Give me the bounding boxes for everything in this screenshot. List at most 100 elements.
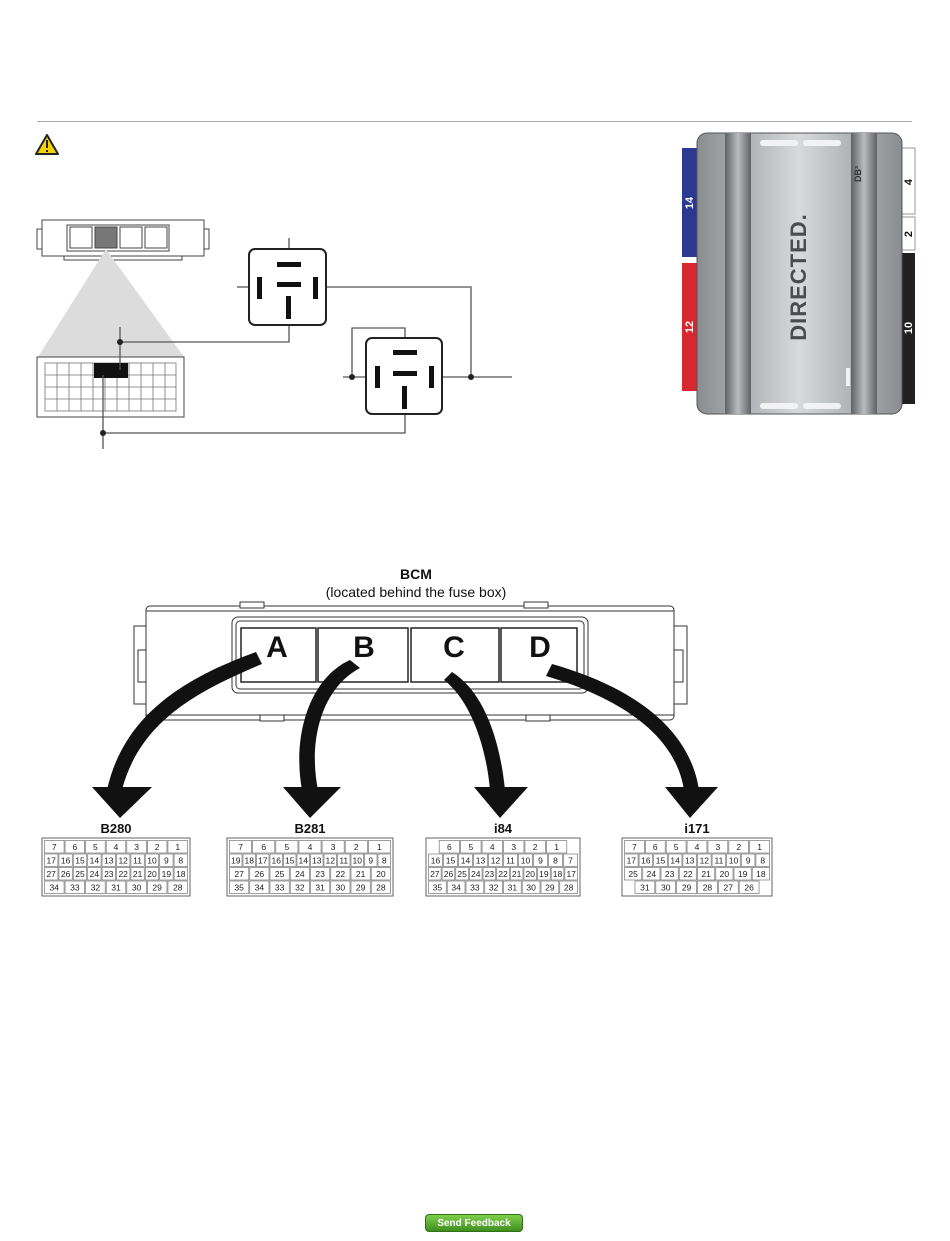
pin-number: 20 (720, 869, 730, 879)
pin-cell (676, 880, 697, 894)
pin-number: 31 (111, 883, 121, 893)
pin-cell (44, 840, 65, 854)
pin-number: 33 (275, 883, 285, 893)
pin-number: 5 (93, 842, 98, 852)
pin-cell (370, 880, 391, 894)
pin-cell (249, 880, 270, 894)
pin-cell (546, 840, 568, 854)
pin-number: 21 (133, 869, 143, 879)
pin-cell (751, 867, 770, 881)
pin-cell (323, 853, 337, 867)
pin-cell (126, 840, 147, 854)
pin-cell (755, 853, 770, 867)
pin-cell (87, 853, 102, 867)
pin-number: 9 (164, 856, 169, 866)
pin-number: 21 (356, 869, 366, 879)
pin-cell (147, 880, 168, 894)
pin-cell (167, 880, 188, 894)
pin-number: 22 (336, 869, 346, 879)
pin-cell (642, 867, 661, 881)
pin-cell (58, 867, 73, 881)
pin-number: 27 (46, 869, 56, 879)
pin-number: 11 (506, 856, 515, 866)
pin-cell (229, 880, 250, 894)
pin-number: 13 (312, 856, 322, 866)
pin-cell (72, 853, 88, 867)
pin-number: 24 (647, 869, 657, 879)
pin-cell (496, 867, 510, 881)
pin-cell (337, 853, 351, 867)
pin-number: 23 (485, 869, 495, 879)
pin-number: 12 (491, 856, 501, 866)
pin-number: 1 (554, 842, 559, 852)
pin-cell (443, 853, 458, 867)
pin-cell (521, 880, 541, 894)
pin-number: 3 (715, 842, 720, 852)
pin-cell (105, 840, 127, 854)
pin-cell (377, 853, 391, 867)
pin-number: 5 (674, 842, 679, 852)
connector-title: i84 (494, 821, 513, 836)
pin-number: 25 (75, 869, 85, 879)
pin-cell (446, 880, 466, 894)
pin-cell (310, 853, 324, 867)
pin-number: 14 (670, 856, 680, 866)
pin-number: 20 (376, 869, 386, 879)
port-14 (682, 148, 697, 257)
pin-cell (523, 867, 537, 881)
pin-cell (624, 867, 643, 881)
pin-cell (518, 853, 533, 867)
pin-number: 18 (756, 869, 766, 879)
pin-cell (697, 867, 716, 881)
pin-number: 29 (545, 883, 555, 893)
pin-number: 19 (231, 856, 241, 866)
slot-label-d: D (529, 631, 551, 664)
connector-title: B280 (100, 821, 131, 836)
pin-number: 23 (315, 869, 325, 879)
pin-number: 13 (104, 856, 114, 866)
pin-number: 7 (238, 842, 243, 852)
pin-cell (524, 840, 546, 854)
pin-number: 9 (368, 856, 373, 866)
pin-cell (503, 880, 522, 894)
pin-cell (116, 853, 131, 867)
pin-cell (707, 840, 729, 854)
pin-number: 25 (628, 869, 638, 879)
pin-cell (740, 853, 756, 867)
pin-cell (655, 880, 676, 894)
pin-number: 23 (665, 869, 675, 879)
pin-cell (269, 853, 283, 867)
pin-cell (564, 867, 578, 881)
pin-number: 33 (70, 883, 80, 893)
zoom-projection (38, 249, 184, 357)
pin-number: 28 (173, 883, 183, 893)
pin-number: 25 (457, 869, 467, 879)
pin-number: 21 (512, 869, 522, 879)
pin-number: 14 (90, 856, 100, 866)
pin-number: 25 (275, 869, 285, 879)
pin-cell (242, 853, 256, 867)
pin-cell (350, 867, 371, 881)
pin-number: 2 (155, 842, 160, 852)
pin-number: 32 (295, 883, 305, 893)
pin-number: 11 (133, 856, 142, 866)
pin-number: 27 (724, 883, 734, 893)
pin-cell (715, 867, 734, 881)
port-label-2: 2 (903, 231, 915, 237)
pin-number: 22 (498, 869, 508, 879)
module-model: DB³ (853, 166, 863, 182)
pin-number: 26 (61, 869, 71, 879)
pin-number: 16 (641, 856, 651, 866)
pin-cell (344, 840, 368, 854)
pin-cell (87, 867, 102, 881)
send-feedback-button[interactable]: Send Feedback (425, 1214, 523, 1232)
port-label-12: 12 (684, 321, 696, 333)
pin-cell (321, 840, 345, 854)
pin-number: 19 (738, 869, 748, 879)
pin-cell (229, 840, 252, 854)
pin-number: 30 (661, 883, 671, 893)
pin-number: 17 (258, 856, 268, 866)
pin-number: 2 (736, 842, 741, 852)
pin-number: 20 (147, 869, 157, 879)
